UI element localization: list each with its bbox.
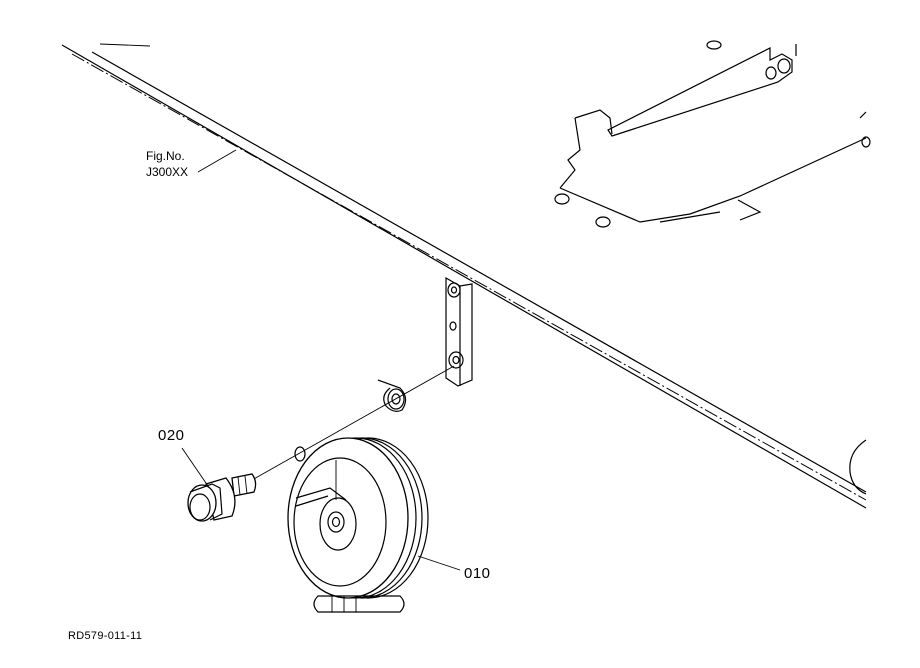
horn <box>287 437 429 613</box>
frame-panel <box>61 43 867 509</box>
part-number-horn: 010 <box>464 565 491 582</box>
assembly-line <box>251 365 455 481</box>
leader-lines <box>181 149 461 571</box>
right-edge-detail <box>849 439 867 495</box>
flange-bolt <box>187 473 257 522</box>
fig-ref-label-line1: Fig.No. <box>146 149 185 163</box>
upper-bracket <box>554 40 871 228</box>
fig-ref-label-line2: J300XX <box>146 165 188 179</box>
washer <box>377 379 407 412</box>
part-number-bolt: 020 <box>158 427 185 444</box>
horn-bracket <box>445 276 473 387</box>
drawing-code: RD579-011-11 <box>68 630 142 642</box>
